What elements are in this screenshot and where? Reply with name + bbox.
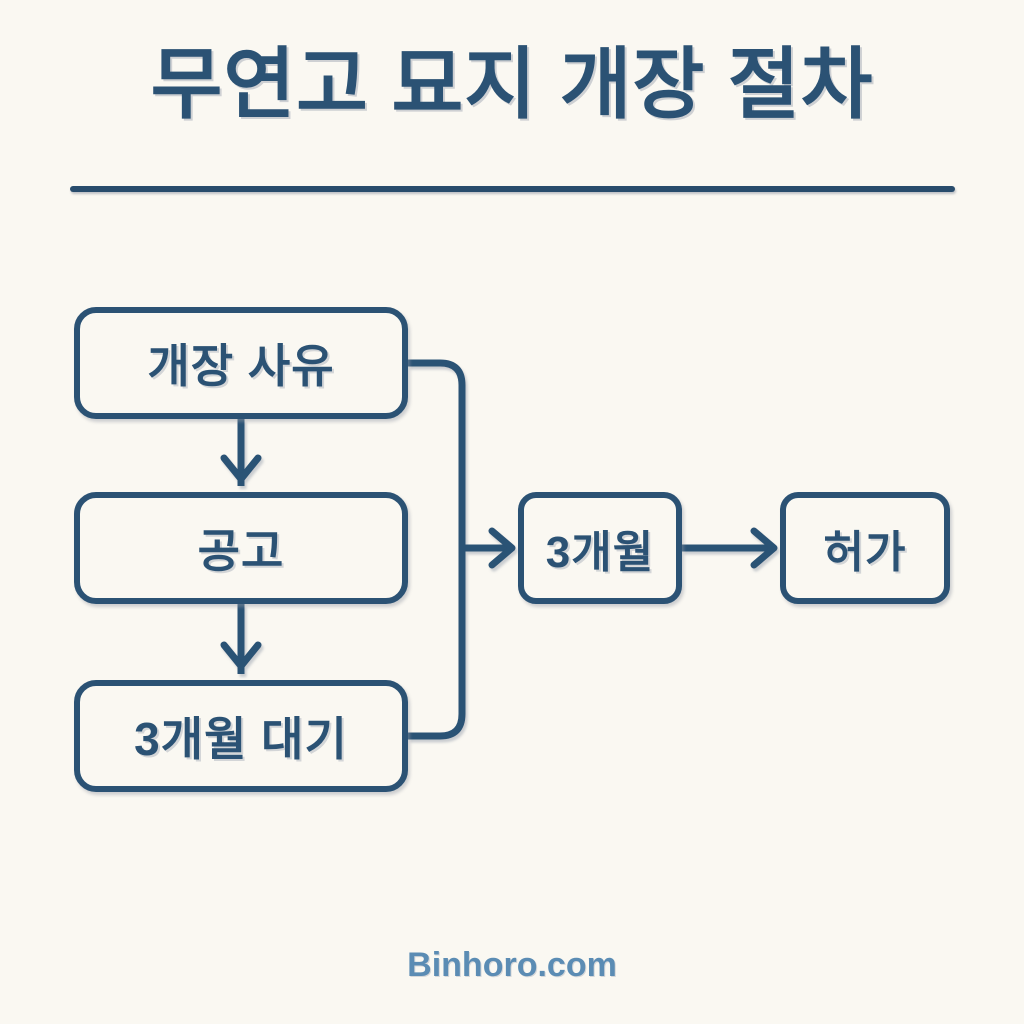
flow-node-reason[interactable]: 개장 사유 (74, 307, 408, 419)
flow-node-three-months-label: 3개월 (545, 528, 655, 577)
flow-node-reason-label: 개장 사유 (147, 340, 335, 392)
flow-node-notice-label: 공고 (197, 525, 285, 577)
flow-node-permit-label: 허가 (823, 528, 907, 577)
flow-node-three-months[interactable]: 3개월 (518, 492, 682, 604)
page-title: 무연고 묘지 개장 절차 (150, 40, 874, 128)
arrowhead-reason-to-notice (220, 454, 262, 483)
arrowhead-three-to-permit (750, 527, 778, 569)
flow-node-notice[interactable]: 공고 (74, 492, 408, 604)
flow-node-wait[interactable]: 3개월 대기 (74, 680, 408, 792)
flow-node-permit[interactable]: 허가 (780, 492, 950, 604)
arrowhead-notice-to-wait (220, 641, 262, 670)
title-divider (70, 186, 955, 192)
arrowhead-rail-to-three (488, 527, 516, 569)
edge-wait-to-rail (408, 548, 466, 740)
flow-node-wait-label: 3개월 대기 (134, 713, 348, 765)
edge-reason-to-rail (408, 359, 466, 548)
footer-site-name: Binhoro.com (407, 946, 617, 984)
